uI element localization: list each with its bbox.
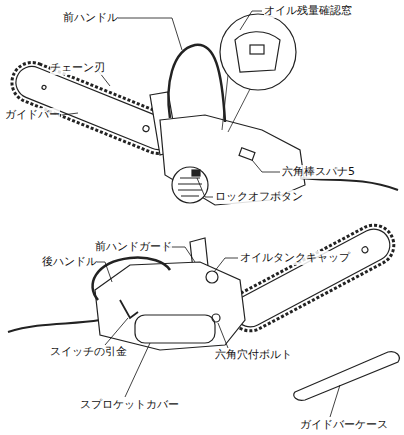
saw-chain xyxy=(6,56,184,159)
rear-handle xyxy=(93,258,170,300)
upper-guide-bar-group xyxy=(6,56,184,159)
part-label: チェーン刃 xyxy=(50,61,105,75)
leader-line xyxy=(197,178,213,197)
leader-line xyxy=(214,258,238,272)
part-label: オイルタンクキャップ xyxy=(240,251,350,265)
bar-hole xyxy=(361,246,369,254)
lower-guide-bar-group xyxy=(223,218,401,338)
leader-line xyxy=(330,385,340,417)
part-label: ガイドバー xyxy=(5,108,60,122)
leader-line xyxy=(218,323,228,348)
part-label: 前ハンドル xyxy=(63,11,118,25)
part-label: ガイドバーケース xyxy=(300,418,388,432)
motor-housing xyxy=(95,262,245,350)
upper-chainsaw xyxy=(6,14,398,205)
leader-line xyxy=(62,113,78,115)
guide-bar-case xyxy=(294,352,400,401)
part-label: ロックオフボタン xyxy=(215,190,303,204)
part-label: スイッチの引金 xyxy=(50,345,127,359)
power-cord xyxy=(8,320,100,332)
leader-line xyxy=(252,160,280,172)
part-label: 六角棒スパナ5 xyxy=(282,165,355,179)
part-label: 前ハンドガード xyxy=(95,240,172,254)
oil-window xyxy=(250,45,264,54)
motor-housing xyxy=(160,115,305,205)
zoom-detail xyxy=(235,32,280,72)
part-label: 六角穴付ボルト xyxy=(215,348,292,362)
zoom-circle xyxy=(220,14,296,90)
bar-rivet xyxy=(41,85,46,90)
front-handle xyxy=(168,45,225,122)
zoom-pointer xyxy=(222,75,250,132)
lower-chainsaw xyxy=(8,218,401,400)
power-cord xyxy=(300,178,398,190)
bar-hole xyxy=(142,125,150,133)
leader-line xyxy=(105,318,128,345)
motor-end xyxy=(172,167,208,203)
saw-chain xyxy=(223,218,401,338)
guide-bar xyxy=(229,223,396,332)
hex-wrench xyxy=(239,148,255,160)
part-label: スプロケットカバー xyxy=(80,398,179,412)
hex-bolt xyxy=(212,314,220,322)
leader-line xyxy=(125,343,150,397)
leader-line xyxy=(117,18,182,50)
sprocket-cover xyxy=(135,315,215,343)
part-label: 後ハンドル xyxy=(42,255,97,269)
part-label: オイル残量確認窓 xyxy=(264,4,352,18)
oil-tank-cap xyxy=(206,271,218,283)
leader-line xyxy=(240,11,262,30)
switch-trigger xyxy=(120,300,138,318)
lock-off-button xyxy=(192,170,200,176)
